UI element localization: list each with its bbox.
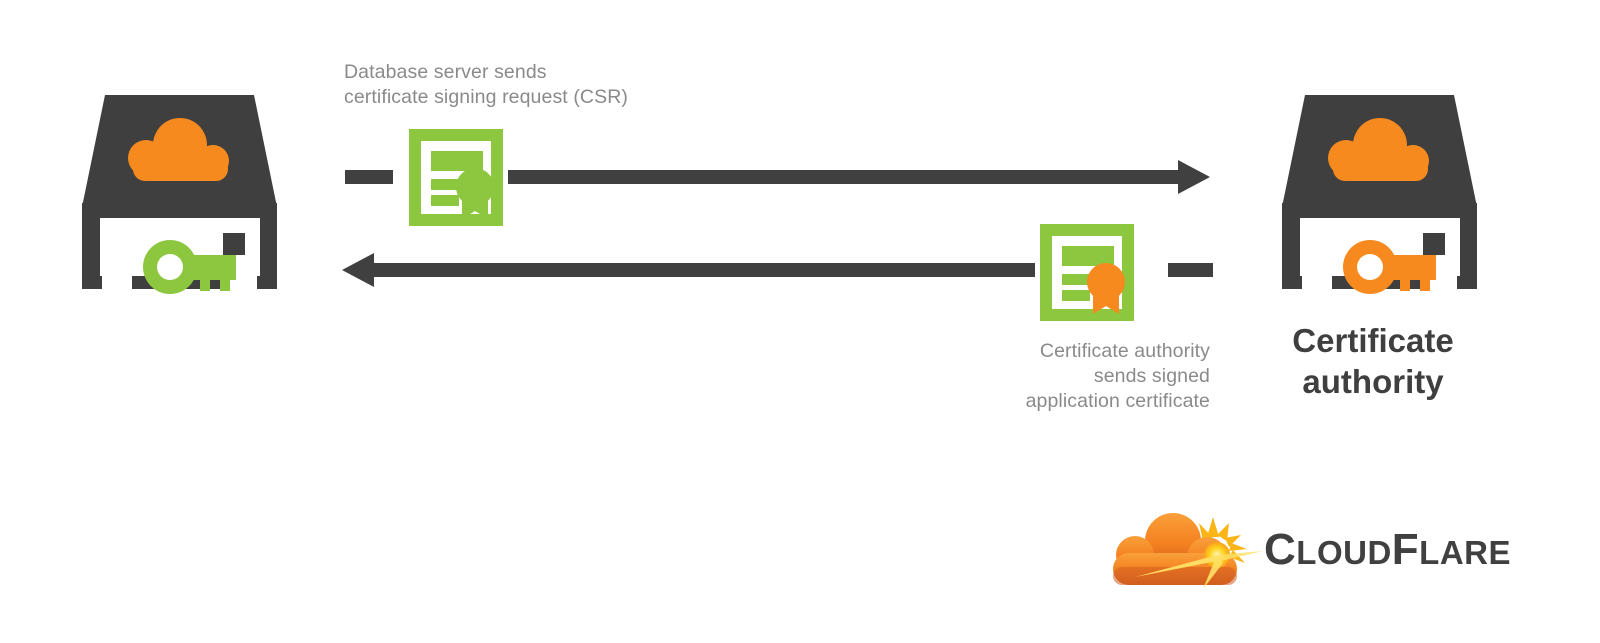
server-foot-left-gap (1302, 271, 1332, 293)
certificate-seal (456, 168, 494, 219)
arrow-shaft (370, 263, 1035, 277)
wordmark-f: F (1391, 525, 1420, 574)
key-icon (143, 240, 236, 294)
caption-csr: Database server sends certificate signin… (344, 61, 628, 108)
wordmark-c: C (1264, 525, 1297, 574)
arrow-dash-segment (345, 170, 393, 184)
database-server-icon (82, 95, 277, 294)
cloud-icon (1328, 118, 1429, 181)
arrow-dash-segment (1168, 263, 1213, 277)
csr-arrow (345, 160, 1210, 194)
certificate-icon-signed (1040, 224, 1134, 321)
cloud-icon (128, 118, 229, 181)
server-indicator-square (1423, 233, 1445, 255)
certificate-seal (1087, 263, 1125, 314)
certificate-authority-label: Certificate authority (1292, 322, 1454, 400)
certificate-authority-icon (1282, 95, 1477, 294)
certificate-line-1 (1062, 274, 1090, 285)
arrow-head-left (342, 253, 374, 287)
arrow-head-right (1178, 160, 1210, 194)
key-icon (1343, 240, 1436, 294)
caption-signed-certificate: Certificate authority sends signed appli… (1025, 340, 1210, 412)
server-foot-left-gap (102, 271, 132, 293)
wordmark-lare: LARE (1419, 534, 1512, 571)
certificate-icon-csr (409, 129, 503, 226)
certificate-title-bar (431, 151, 483, 171)
signed-cert-arrow (342, 253, 1213, 287)
sun-flare-icon (1135, 542, 1263, 589)
server-indicator-square (223, 233, 245, 255)
certificate-line-2 (1062, 290, 1090, 301)
certificate-line-2 (431, 195, 459, 206)
arrow-shaft (508, 170, 1193, 184)
wordmark-loud: LOUD (1296, 534, 1392, 571)
cloudflare-wordmark: CLOUDFLARE (1264, 527, 1511, 576)
certificate-line-1 (431, 179, 459, 190)
cloudflare-cloud-icon (1113, 513, 1263, 589)
certificate-title-bar (1062, 246, 1114, 266)
